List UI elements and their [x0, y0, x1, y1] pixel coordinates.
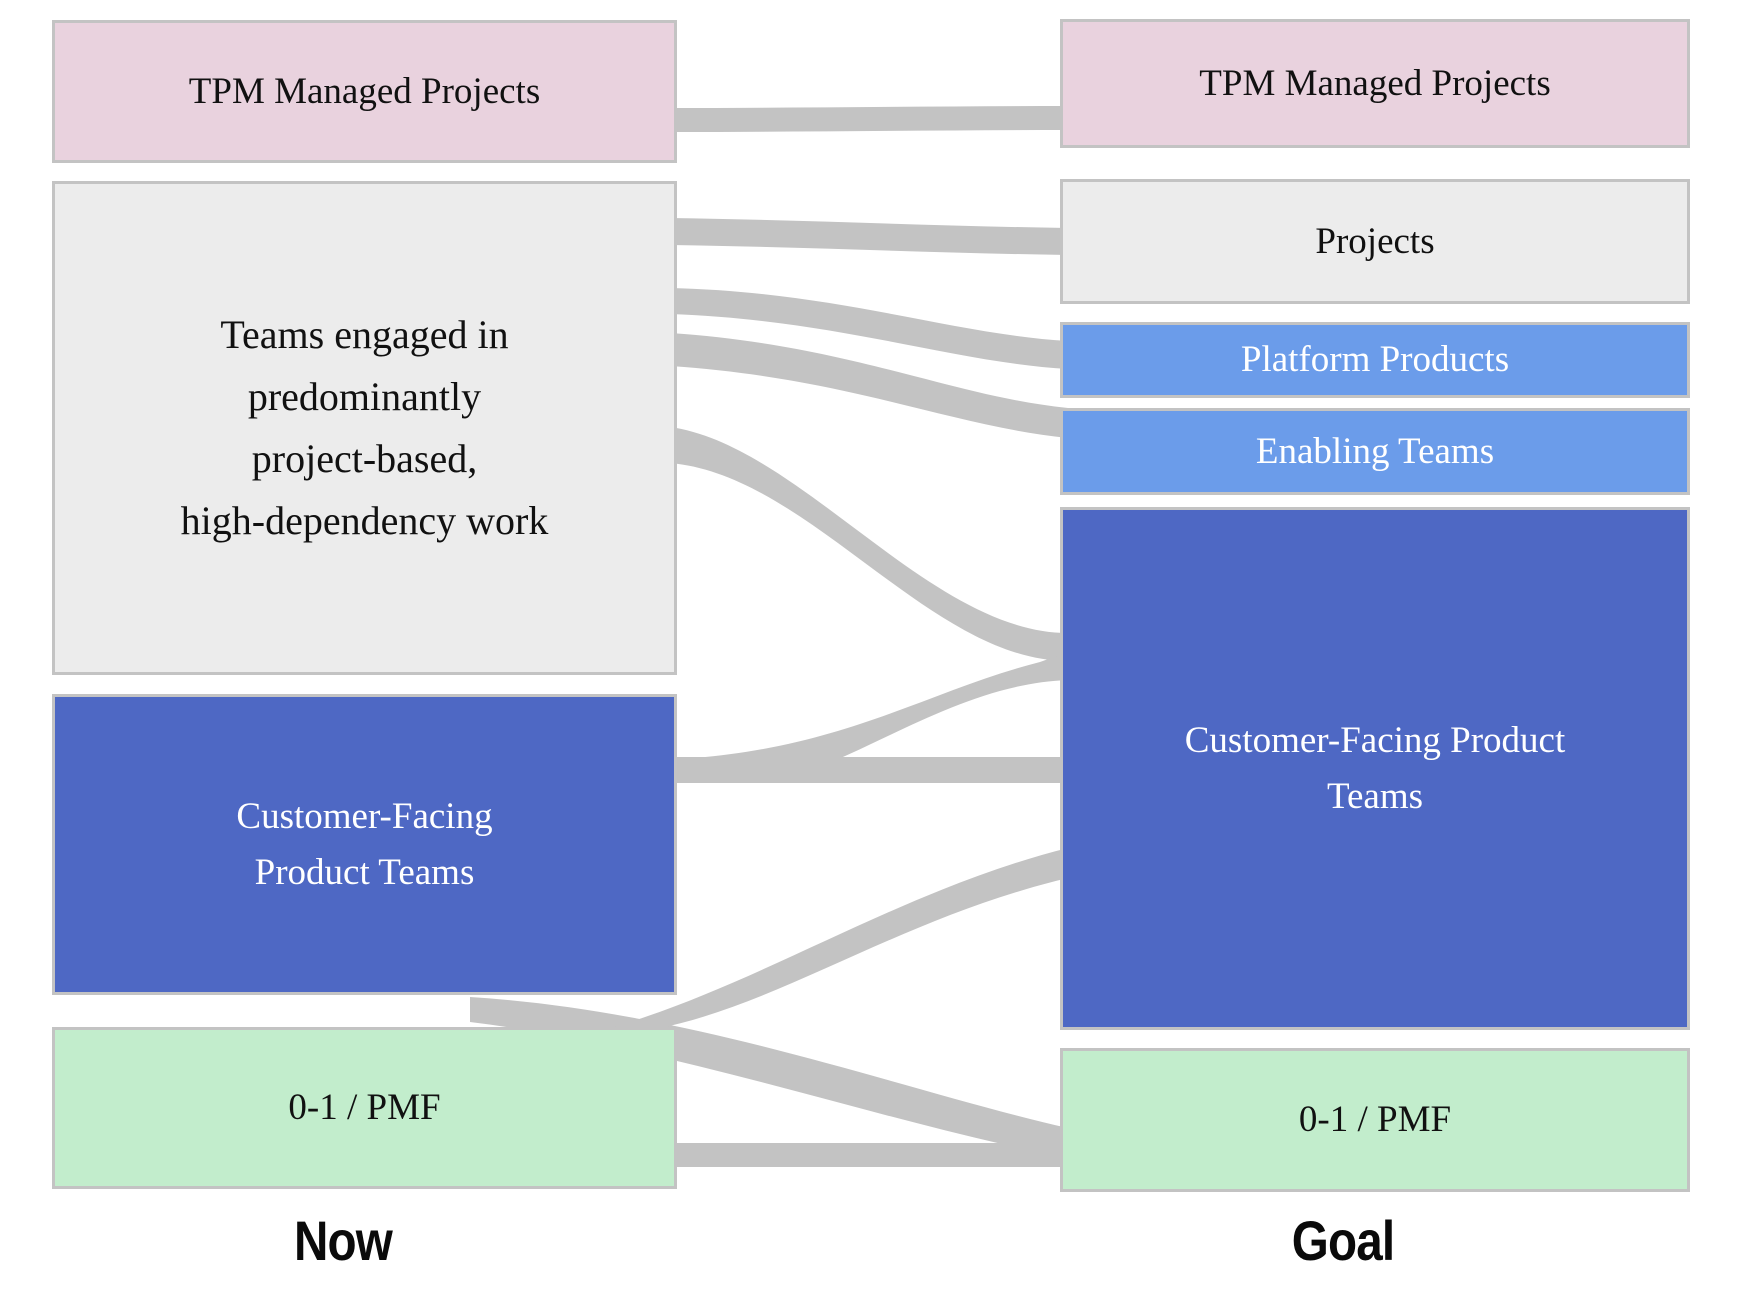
goal-column-title: Goal: [1291, 1209, 1395, 1272]
flow-tpm-to-tpm: [670, 106, 1068, 132]
goal-platform-products-box: Platform Products: [1060, 322, 1690, 398]
flow-pmf-to-customer-facing: [610, 848, 1068, 1029]
goal-platform-products-label: Platform Products: [1240, 339, 1510, 381]
now-pmf-label: 0-1 / PMF: [288, 1087, 441, 1129]
goal-projects-box: Projects: [1060, 179, 1690, 304]
now-pmf-box: 0-1 / PMF: [52, 1027, 677, 1189]
now-tpm-managed-projects-box: TPM Managed Projects: [52, 20, 677, 163]
now-customer-facing-product-teams-box: Customer-Facing Product Teams: [52, 694, 677, 995]
goal-tpm-managed-projects-label: TPM Managed Projects: [1199, 62, 1551, 104]
now-project-based-teams-label: Teams engaged in predominantly project-b…: [180, 312, 549, 543]
flow-teams-to-enabling: [670, 333, 1068, 438]
flow-pmf-to-pmf: [670, 1143, 1068, 1167]
goal-pmf-label: 0-1 / PMF: [1298, 1099, 1452, 1141]
flow-customer-facing-branch-up: [695, 652, 1068, 782]
goal-customer-facing-product-teams-label: Customer-Facing Product Teams: [1184, 720, 1566, 817]
now-column-title: Now: [294, 1209, 393, 1272]
goal-customer-facing-product-teams-box: Customer-Facing Product Teams: [1060, 507, 1690, 1030]
goal-pmf-box: 0-1 / PMF: [1060, 1048, 1690, 1192]
flow-teams-to-customer-facing: [670, 427, 1068, 661]
now-customer-facing-product-teams-label: Customer-Facing Product Teams: [236, 796, 493, 893]
flow-teams-to-projects: [670, 218, 1068, 255]
goal-tpm-managed-projects-box: TPM Managed Projects: [1060, 19, 1690, 148]
flow-teams-to-platform: [670, 288, 1068, 369]
now-project-based-teams-box: Teams engaged in predominantly project-b…: [52, 181, 677, 675]
goal-enabling-teams-box: Enabling Teams: [1060, 408, 1690, 495]
goal-projects-label: Projects: [1315, 220, 1435, 262]
goal-enabling-teams-label: Enabling Teams: [1255, 430, 1495, 472]
flow-customer-facing-to-customer-facing: [670, 757, 1068, 783]
now-tpm-managed-projects-label: TPM Managed Projects: [188, 70, 541, 112]
